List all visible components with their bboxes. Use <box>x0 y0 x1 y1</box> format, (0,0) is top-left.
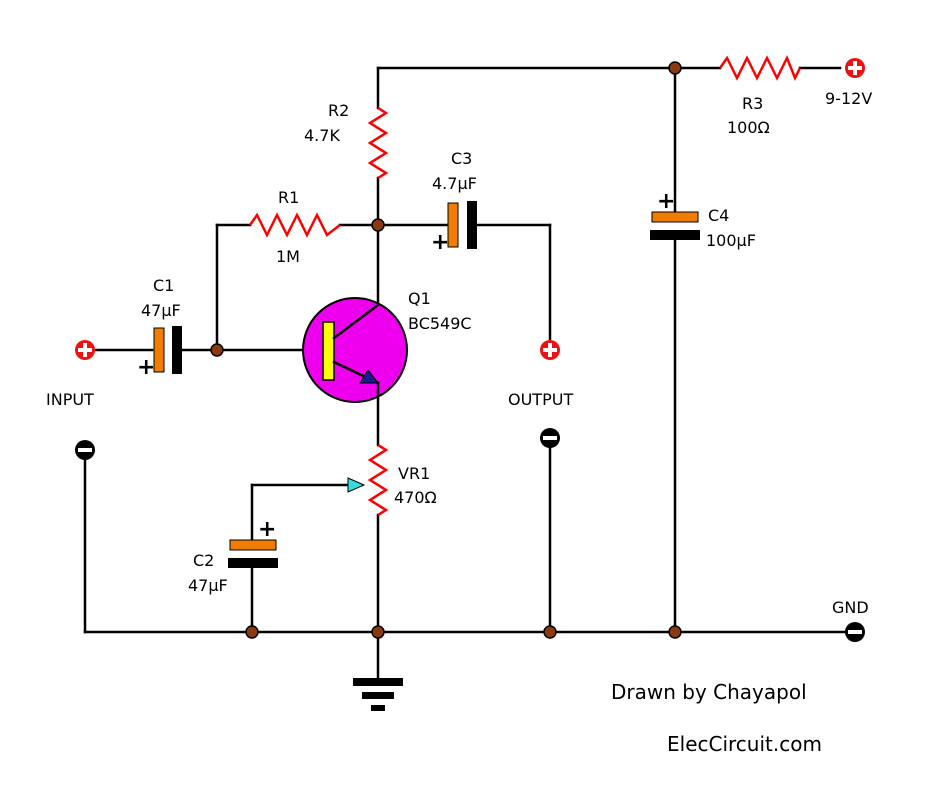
c2-plus-sign: + <box>258 517 276 542</box>
q1-value-label: BC549C <box>408 314 472 333</box>
site-credit: ElecCircuit.com <box>667 732 822 756</box>
c1-plus-sign: + <box>137 355 155 380</box>
capacitor-c1-positive-plate <box>153 327 165 373</box>
c4-value-label: 100μF <box>706 231 756 250</box>
potentiometer-vr1 <box>367 443 389 517</box>
supply-positive-terminal <box>845 58 865 78</box>
c4-plus-sign: + <box>657 189 675 214</box>
resistor-r2 <box>367 106 389 180</box>
q1-name-label: Q1 <box>408 289 431 308</box>
input-positive-terminal <box>75 340 95 360</box>
output-label: OUTPUT <box>508 390 573 409</box>
wires <box>83 66 847 682</box>
r1-value-label: 1M <box>276 247 300 266</box>
r3-name-label: R3 <box>742 94 763 113</box>
capacitor-c3-positive-plate <box>447 202 459 248</box>
output-negative-terminal <box>540 428 560 448</box>
ground-symbol-icon <box>353 678 403 711</box>
resistor-r3 <box>718 54 802 82</box>
gnd-label: GND <box>832 598 869 617</box>
vr1-wiper-arrow <box>347 477 366 493</box>
c1-value-label: 47μF <box>141 301 181 320</box>
r2-value-label: 4.7K <box>304 126 340 145</box>
transistor-q1 <box>302 297 408 403</box>
junctions <box>210 61 682 639</box>
input-negative-terminal <box>75 440 95 460</box>
capacitor-c2-positive-plate <box>229 539 277 551</box>
c3-name-label: C3 <box>451 149 472 168</box>
capacitor-c3-negative-plate <box>467 201 477 249</box>
r2-name-label: R2 <box>328 101 349 120</box>
vr1-value-label: 470Ω <box>394 488 437 507</box>
c2-name-label: C2 <box>193 551 214 570</box>
r3-value-label: 100Ω <box>727 118 770 137</box>
c3-value-label: 4.7μF <box>432 174 477 193</box>
r1-name-label: R1 <box>278 188 299 207</box>
c2-value-label: 47μF <box>188 576 228 595</box>
capacitor-c2-negative-plate <box>228 558 278 568</box>
capacitor-c4-positive-plate <box>651 211 699 223</box>
output-positive-terminal <box>540 340 560 360</box>
input-label: INPUT <box>46 390 94 409</box>
emitter-arrow <box>359 369 380 384</box>
resistor-r1 <box>248 212 341 238</box>
c4-name-label: C4 <box>708 206 729 225</box>
c1-name-label: C1 <box>153 276 174 295</box>
transistor-base-bar <box>322 321 335 381</box>
vr1-name-label: VR1 <box>398 464 430 483</box>
capacitor-c4-negative-plate <box>650 230 700 240</box>
gnd-negative-terminal <box>845 622 865 642</box>
supply-voltage-label: 9-12V <box>825 89 872 108</box>
capacitor-c1-negative-plate <box>172 326 182 374</box>
drawn-by-credit: Drawn by Chayapol <box>611 680 807 704</box>
c3-plus-sign: + <box>431 230 449 255</box>
